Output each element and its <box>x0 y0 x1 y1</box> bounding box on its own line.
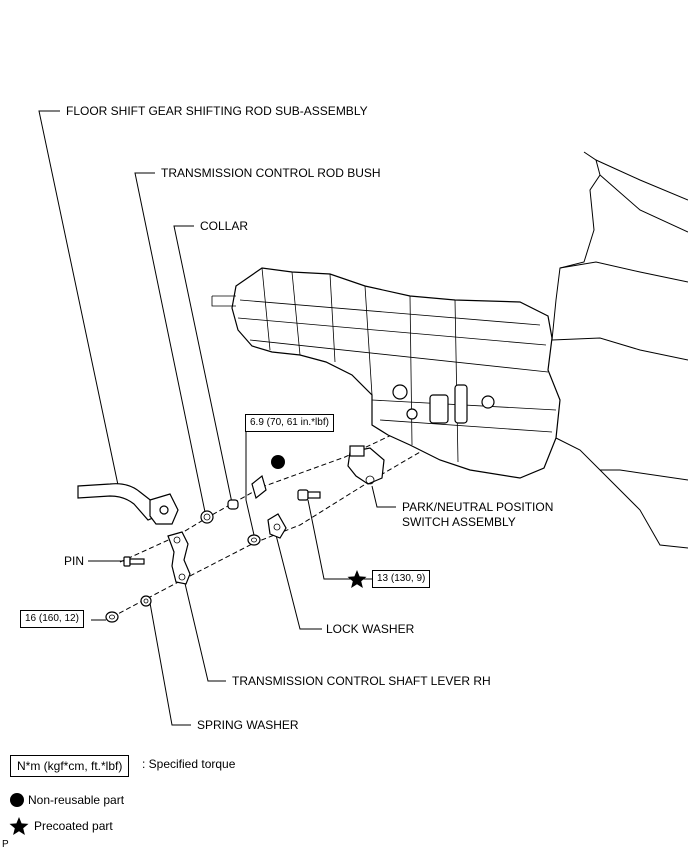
label-rod-bush: TRANSMISSION CONTROL ROD BUSH <box>161 166 381 180</box>
label-pnp-line1: PARK/NEUTRAL POSITION <box>402 500 554 514</box>
rod-bush <box>200 510 214 524</box>
nut-torque1 <box>247 534 261 546</box>
floor-shift-rod <box>77 483 179 525</box>
label-pnp-line2: SWITCH ASSEMBLY <box>402 515 516 529</box>
torque-box-2: 13 (130, 9) <box>372 570 431 588</box>
leader-lock-washer <box>275 534 322 630</box>
spring-washer <box>140 595 152 607</box>
legend-nonreusable-text: Non-reusable part <box>28 793 125 807</box>
leader-floor-shift <box>38 110 119 486</box>
clip-part <box>251 455 285 500</box>
legend-torque-box: N*m (kgf*cm, ft.*lbf) <box>10 755 130 777</box>
legend-precoated-text: Precoated part <box>34 819 113 833</box>
nut-torque3 <box>105 611 119 623</box>
corner-mark: P <box>2 839 9 850</box>
pin <box>123 556 145 567</box>
leader-shaft-lever <box>182 574 226 682</box>
leader-pnp <box>371 485 396 508</box>
vehicle-body-outline <box>551 151 688 549</box>
label-spring-washer: SPRING WASHER <box>197 718 299 732</box>
leader-collar <box>173 225 233 504</box>
leader-torque2 <box>307 499 372 580</box>
precoated-star-torque2 <box>347 570 367 588</box>
transmission-assembly <box>211 267 561 479</box>
pnp-switch <box>347 445 385 485</box>
collar <box>227 499 239 510</box>
label-lock-washer: LOCK WASHER <box>326 622 415 636</box>
torque-box-1: 6.9 (70, 61 in.*lbf) <box>245 414 334 432</box>
torque-box-3: 16 (160, 12) <box>20 610 84 628</box>
lock-washer <box>267 513 287 539</box>
shaft-lever <box>167 531 191 585</box>
leader-bush <box>134 172 206 513</box>
leader-torque1 <box>245 432 255 536</box>
bolt-torque2 <box>297 489 321 501</box>
label-collar: COLLAR <box>200 219 249 233</box>
label-floor-shift: FLOOR SHIFT GEAR SHIFTING ROD SUB-ASSEMB… <box>66 104 368 118</box>
leader-spring-washer <box>149 602 191 726</box>
label-pin: PIN <box>64 554 85 568</box>
label-shaft-lever: TRANSMISSION CONTROL SHAFT LEVER RH <box>232 674 491 688</box>
legend-precoated-icon <box>9 817 29 835</box>
legend-nonreusable-icon <box>10 793 24 807</box>
legend-torque-text: : Specified torque <box>142 757 236 771</box>
